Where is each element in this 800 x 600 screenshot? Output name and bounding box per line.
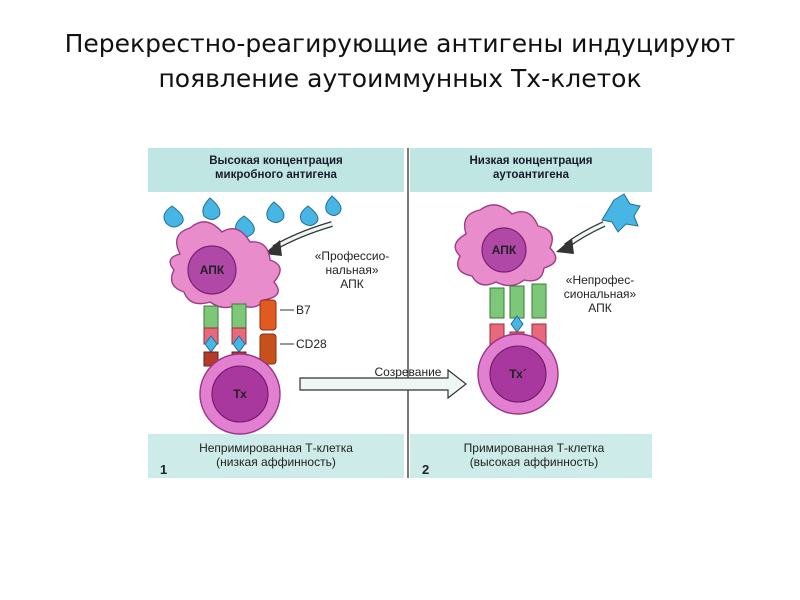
antigen-drop <box>163 205 184 228</box>
apc2-desc-line3: АПК <box>588 301 611 315</box>
receptor-complex-1 <box>203 299 277 367</box>
uptake-arrow-2-head <box>556 238 574 254</box>
apc1-desc-line2: нальная» <box>325 263 378 277</box>
panel1-caption-line2: (низкая аффинность) <box>216 455 336 469</box>
antigen-drop <box>266 201 285 223</box>
panel2-header-band <box>410 148 652 192</box>
mhc-left <box>489 287 505 319</box>
mhc-middle <box>509 285 525 319</box>
apc1-desc-line3: АПК <box>340 277 363 291</box>
title-line-1: Перекрестно-реагирующие антигены индуцир… <box>64 29 736 58</box>
slide-title: Перекрестно-реагирующие антигены индуцир… <box>0 26 800 96</box>
antigen-drop <box>300 205 319 226</box>
panel1-header-line1: Высокая концентрация <box>209 155 343 167</box>
title-line-2: появление аутоиммунных Тх-клеток <box>158 64 642 93</box>
apc2-nucleus <box>481 227 527 273</box>
cd28-molecule <box>259 333 277 365</box>
apc2-desc-line1: «Непрофес- <box>566 273 634 287</box>
b7-label: B7 <box>296 303 311 317</box>
panel1-caption-band <box>148 434 404 478</box>
panel2-number: 2 <box>422 462 429 477</box>
panel2-caption-line2: (высокая аффинность) <box>470 455 599 469</box>
mhc-right <box>231 303 247 329</box>
panel2-header-line1: Низкая концентрация <box>469 155 592 167</box>
panel1-caption-line1: Непримированная Т-клетка <box>199 441 353 455</box>
t-cell2-label: Тх´ <box>509 367 527 381</box>
panel2-caption-line1: Примированная Т-клетка <box>464 441 605 455</box>
panel1-number: 1 <box>160 462 167 477</box>
panel1-header-band <box>148 148 404 192</box>
antigen-drop <box>325 195 342 216</box>
mhc-right <box>531 283 547 319</box>
t-cell-primed-nucleus <box>489 345 547 403</box>
b7-molecule <box>259 299 277 331</box>
maturation-label: Созревание <box>375 365 442 379</box>
maturation-arrow <box>299 368 467 400</box>
apc2-desc-line2: сиональная» <box>564 287 637 301</box>
cd28-label: CD28 <box>296 337 327 351</box>
antigen-drop <box>202 197 221 220</box>
t-cell-naive-nucleus <box>211 365 269 423</box>
apc1-label: АПК <box>200 263 225 277</box>
apc1-nucleus <box>187 245 237 295</box>
t-cell1-label: Тх <box>233 387 247 401</box>
apc1-desc-line1: «Профессио- <box>315 249 390 263</box>
mhc-left <box>203 305 219 329</box>
microbial-antigen-drops <box>163 195 342 238</box>
antigen-diagram: Высокая концентрация микробного антигена… <box>148 148 652 478</box>
panel2-header-line2: аутоантигена <box>493 169 570 181</box>
panel1-header-line2: микробного антигена <box>215 169 337 181</box>
panel2-caption-band <box>410 434 652 478</box>
apc2-label: АПК <box>492 243 517 257</box>
autoantigen <box>601 193 641 233</box>
